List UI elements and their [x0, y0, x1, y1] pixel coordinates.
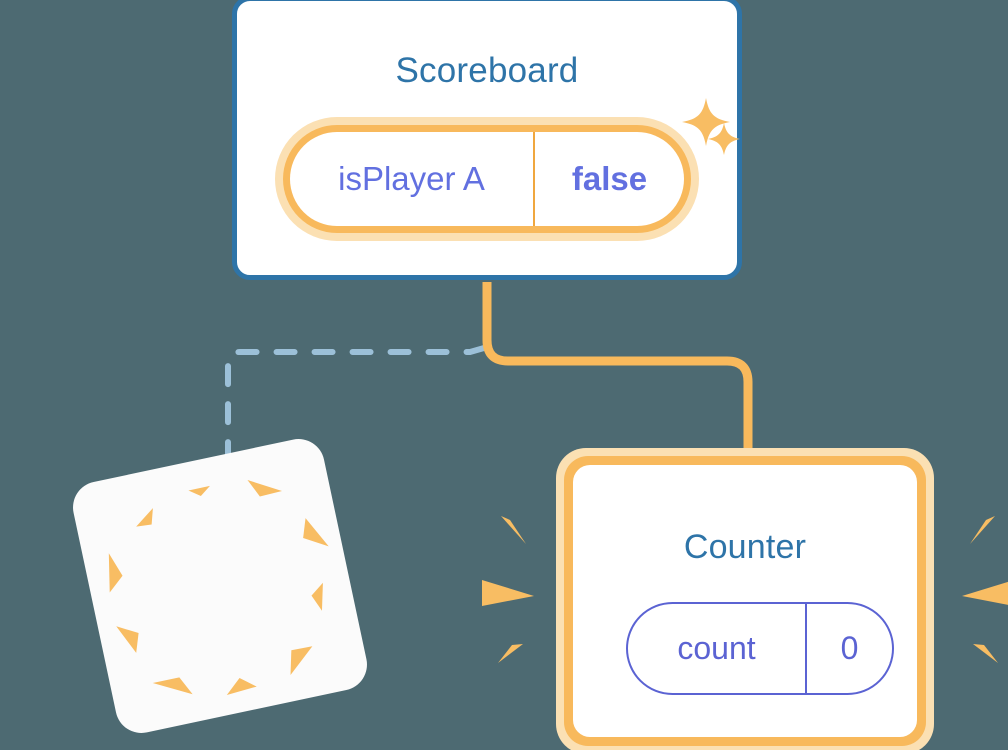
scoreboard-pill-key: isPlayer A — [338, 160, 485, 197]
counter-card-ring: Counter count 0 — [564, 456, 926, 746]
counter-pill-value: 0 — [840, 630, 859, 666]
sparkle-large-icon — [682, 98, 730, 146]
counter-rays-left-icon — [482, 516, 534, 663]
counter-card-body: Counter count 0 — [573, 465, 917, 737]
pill-divider — [533, 132, 535, 226]
burst-card[interactable] — [68, 434, 372, 738]
scoreboard-state-pill[interactable]: isPlayer A false — [275, 117, 699, 241]
scoreboard-card-title: Scoreboard — [395, 51, 579, 90]
counter-pill-divider — [805, 604, 807, 693]
connector-solid-scoreboard-to-counter — [482, 282, 753, 460]
counter-rays-right-icon — [962, 516, 1008, 663]
pill-core: isPlayer A false — [290, 132, 684, 226]
counter-pill-key: count — [677, 630, 756, 666]
counter-card-title: Counter — [683, 528, 807, 566]
burst-rays-icon — [108, 480, 329, 695]
scoreboard-pill-value: false — [571, 160, 648, 197]
pill-ring: isPlayer A false — [283, 125, 691, 233]
sparkle-small-icon — [708, 123, 740, 155]
counter-card[interactable]: Counter count 0 — [556, 448, 934, 750]
counter-state-pill[interactable]: count 0 — [626, 602, 894, 695]
